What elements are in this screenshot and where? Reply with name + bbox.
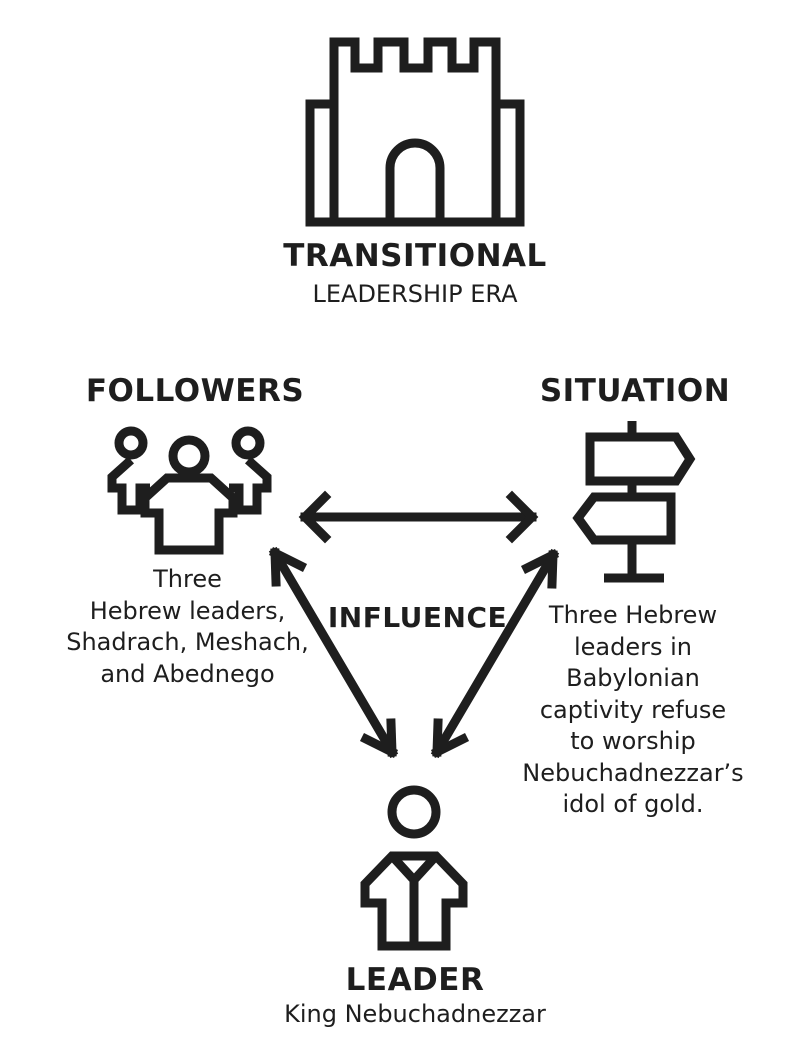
followers-description-line: Three [153,565,222,593]
situation-description-line: Nebuchadnezzar’s [522,758,744,787]
castle-icon [305,37,525,227]
situation-description-line: to worship [570,727,696,755]
leader-title: LEADER [345,962,485,998]
followers-title: FOLLOWERS [85,373,305,409]
followers-description-line: Shadrach, Meshach, [66,628,309,656]
person-with-robe-icon [360,785,468,951]
leader-subtitle: King Nebuchadnezzar [284,1000,546,1028]
situation-description-line: captivity refuse [539,695,727,724]
followers-description: Three Hebrew leaders, Shadrach, Meshach,… [50,564,325,690]
situation-description-line: leaders in [573,632,693,661]
era-title: TRANSITIONAL [283,238,547,274]
situation-description-line: idol of gold. [562,790,704,818]
followers-description-line: Hebrew leaders, [89,596,286,625]
group-of-people-icon [107,426,272,555]
influence-label: INFLUENCE [327,601,508,634]
era-subtitle: LEADERSHIP ERA [312,280,518,308]
followers-situation-arrow [298,490,539,544]
situation-description-line: Three Hebrew [548,601,718,629]
followers-description-line: and Abednego [100,659,275,688]
situation-title: SITUATION [539,373,731,409]
situation-description-line: Babylonian [566,664,700,692]
signpost-icon [572,421,696,583]
situation-leader-arrow [430,548,560,759]
followers-leader-arrow [268,546,399,759]
situation-description: Three Hebrew leaders in Babylonian capti… [508,600,758,821]
